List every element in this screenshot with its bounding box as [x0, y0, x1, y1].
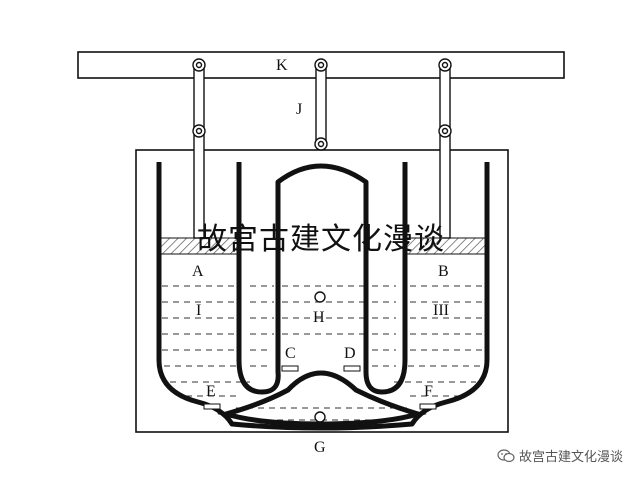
- label-g: G: [314, 439, 326, 456]
- rods: [193, 63, 451, 239]
- valve-c: [281, 365, 299, 372]
- marker-g: [314, 411, 326, 423]
- joints: [192, 58, 452, 151]
- outer-frame: [135, 149, 509, 433]
- bottom-channel: [216, 370, 427, 427]
- label-f: F: [424, 383, 433, 400]
- label-a: A: [192, 263, 204, 280]
- label-d: D: [344, 345, 356, 362]
- label-h: H: [313, 309, 325, 326]
- label-j: J: [296, 101, 302, 118]
- valve-f: [419, 403, 437, 410]
- footer-credit: 故宫古建文化漫谈: [497, 446, 623, 465]
- label-c: C: [285, 345, 296, 362]
- label-iii: III: [433, 302, 449, 319]
- watermark-text: 故宫古建文化漫谈: [197, 222, 445, 257]
- vessel-walls: [156, 162, 490, 431]
- wechat-icon: [497, 448, 515, 462]
- label-k: K: [276, 57, 288, 74]
- label-b: B: [438, 263, 449, 280]
- marker-h: [314, 291, 326, 303]
- label-i: I: [196, 302, 201, 319]
- valve-e: [203, 403, 221, 410]
- valve-d: [343, 365, 361, 372]
- footer-text: 故宫古建文化漫谈: [518, 450, 623, 465]
- label-e: E: [206, 383, 216, 400]
